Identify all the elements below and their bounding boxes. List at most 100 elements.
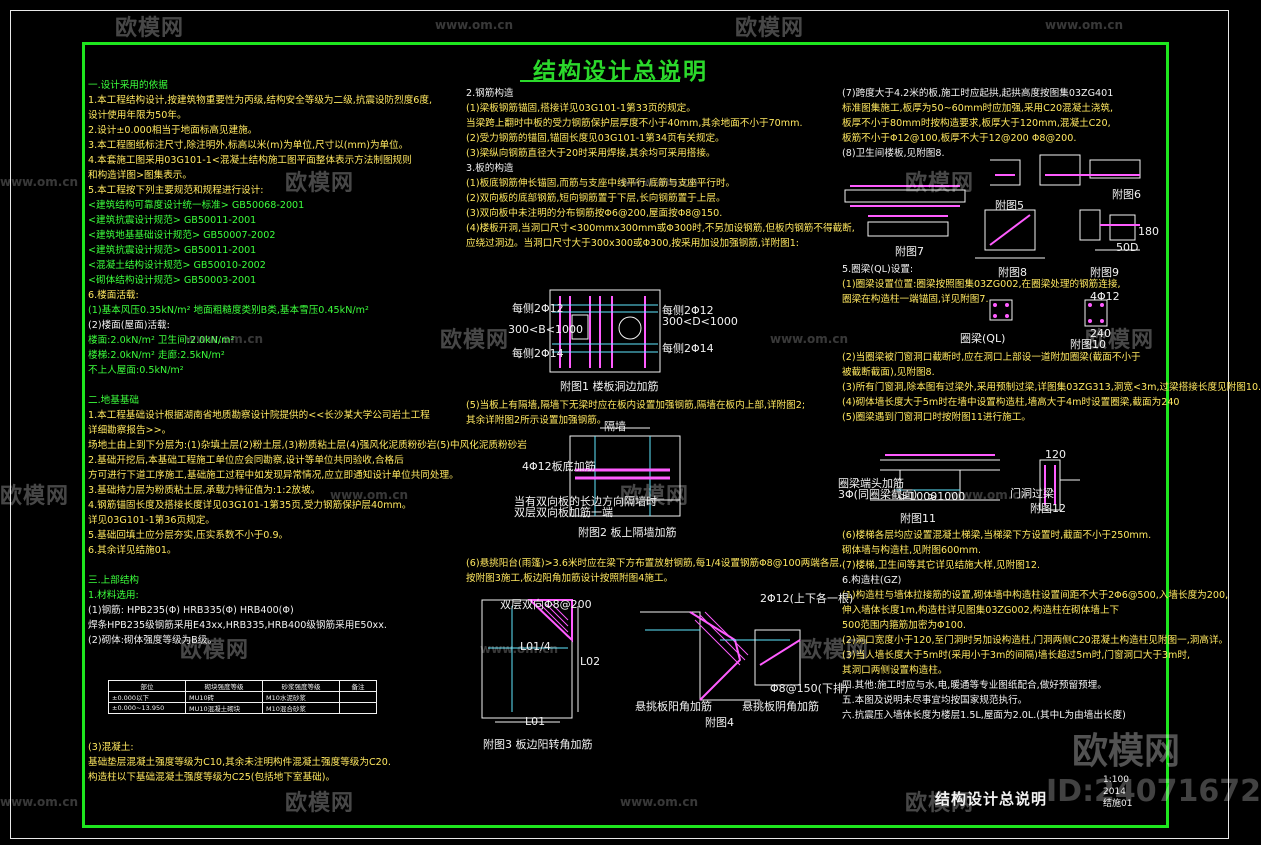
watermark-url: www.om.cn [185, 332, 264, 346]
note-line: (3)双向板中未注明的分布钢筋按Φ6@200,屋面按Φ8@150. [466, 208, 723, 219]
note-line: (2)当圈梁被门窗洞口截断时,应在洞口上部设一道附加圈梁(截面不小于 [842, 352, 1141, 363]
figure-11-lintel [870, 454, 1000, 501]
watermark-brand: 欧模网 [285, 791, 355, 816]
fig11-label-b: 3Φ(同圈梁截面) [838, 488, 918, 501]
figure-10-ring-beam [989, 299, 1108, 327]
note-line: 其洞口两侧设置构造柱。 [842, 665, 948, 676]
note-line: 1.本工程结构设计,按建筑物重要性为丙级,结构安全等级为二级,抗震设防烈度6度, [88, 95, 433, 106]
note-line: 二.地基基础 [88, 395, 140, 406]
note-line: 三.上部结构 [88, 575, 140, 586]
note-line: (3)混凝土: [88, 742, 134, 753]
note-line: 3.基础持力层为粉质粘土层,承载力特征值为:1:2放坡。 [88, 485, 321, 496]
table-row: ±0.000以下 MU10砖 M10水泥砂浆 [108, 691, 377, 703]
note-line: (7)跨度大于4.2米的板,施工时应起拱,起拱高度按图集03ZG401 [842, 88, 1114, 99]
right-notes-b: 5.圈梁(QL)设置: (1)圈梁设置位置:圈梁按照图集03ZG002,在圈梁处… [842, 262, 1121, 307]
watermark-brand: 欧模网 [620, 484, 690, 509]
watermark-url: www.om.cn [950, 488, 1029, 502]
note-line: (2)双向板的底部钢筋,短向钢筋置于下层,长向钢筋置于上层。 [466, 193, 726, 204]
fig1-caption: 附图1 楼板洞边加筋 [560, 380, 659, 393]
note-line: 圈梁在构造柱一端锚固,详见附图7. [842, 294, 989, 305]
note-line: 六.抗震压入墙体长度为楼层1.5L,屋面为2.0L.(其中L为由墙出长度) [842, 710, 1126, 721]
note-line: 伸入墙体长度1m,构造柱详见图集03ZG002,构造柱在砌体墙上下 [842, 605, 1120, 616]
watermark-brand: 欧模网 [285, 171, 355, 196]
note-line: 6.其余详见结施01。 [88, 545, 177, 556]
note-line: 2.设计±0.000相当于地面标高见建施。 [88, 125, 258, 136]
note-line: 按附图3施工,板边阳角加筋设计按照附图4施工。 [466, 573, 674, 584]
sheet-year: 2014 [1103, 787, 1126, 797]
note-line: (5)圈梁遇到门窗洞口时按附图11进行施工。 [842, 412, 1031, 423]
note-line: 2.基础开挖后,本基础工程施工单位应会同勘察,设计等单位共同验收,合格后 [88, 455, 404, 466]
fig12-label-a: 120 [1045, 448, 1066, 461]
fig8-caption: 附图8 [998, 266, 1027, 279]
fig2-caption: 附图2 板上隔墙加筋 [578, 526, 677, 539]
fig5-caption: 附图5 [995, 199, 1024, 212]
note-line: (2)楼面(屋面)活载: [88, 320, 170, 331]
watermark-brand: 欧模网 [0, 484, 70, 509]
note-line: 详细勘察报告>>。 [88, 425, 172, 436]
note-line: <砌体结构设计规范> GB50003-2001 [88, 275, 257, 286]
note-line: 五.本图及说明未尽事宜均按国家规范执行。 [842, 695, 1028, 706]
watermark-url: www.om.cn [620, 175, 699, 189]
note-line: 场地土由上到下分层为:(1)杂填土层(2)粉土层,(3)粉质粘土层(4)强风化泥… [88, 440, 527, 451]
note-line: 楼梯:2.0kN/m² 走廊:2.5kN/m² [88, 350, 225, 361]
note-line: (8)卫生间楼板,见附图8. [842, 148, 945, 159]
note-line: 2.钢筋构造 [466, 88, 514, 99]
note-line: 构造柱以下基础混凝土强度等级为C25(包括地下室基础)。 [88, 772, 336, 783]
watermark-url: www.om.cn [770, 332, 849, 346]
note-line: 当梁跨上翻时中板的受力钢筋保护层厚度不小于40mm,其余地面不小于70mm. [466, 118, 803, 129]
note-line: <建筑地基基础设计规范> GB50007-2002 [88, 230, 276, 241]
fig1-frame [549, 289, 661, 373]
material-table-header: 部位 砌块强度等级 砂浆强度等级 备注 [108, 680, 377, 692]
outer-frame [10, 10, 1229, 839]
watermark-url: www.om.cn [330, 488, 409, 502]
fig1-label-c: 300<B<1000 [508, 323, 583, 336]
note-line: 1.本工程基础设计根据湖南省地质勘察设计院提供的<<长沙某大学公司岩土工程 [88, 410, 430, 421]
note-line: 6.楼面活载: [88, 290, 139, 301]
sheet-drawing-no: 结施01 [1103, 799, 1133, 809]
note-line: 6.构造柱(GZ) [842, 575, 902, 586]
sheet-meta: 1:100 2014 结施01 [1103, 774, 1132, 810]
note-line: (1)构造柱与墙体拉接筋的设置,砌体墙中构造柱设置间距不大于2Φ6@500,入墙… [842, 590, 1229, 601]
watermark-url: www.om.cn [0, 795, 79, 809]
figures-5-9 [844, 154, 1141, 259]
fig1-label-f: 每侧2Φ14 [662, 342, 714, 355]
left-notes: 一.设计采用的依据 1.本工程结构设计,按建筑物重要性为丙级,结构安全等级为二级… [88, 78, 527, 648]
note-line: 基础垫层混凝土强度等级为C10,其余未注明构件混凝土强度等级为C20. [88, 757, 391, 768]
figure-2-partition [569, 427, 681, 517]
inner-frame [82, 42, 1169, 828]
middle-notes-c: (6)悬挑阳台(雨篷)>3.6米时应在梁下方布置放射钢筋,每1/4设置钢筋Φ8@… [466, 556, 842, 586]
fig1-label-a: 每侧2Φ12 [512, 302, 564, 315]
note-line: (4)楼板开洞,当洞口尺寸<300mmx300mm或Φ300时,不另加设钢筋,但… [466, 223, 855, 234]
note-line: 一.设计采用的依据 [88, 80, 168, 91]
note-line: 详见03G101-1第36页规定。 [88, 515, 215, 526]
fig12-caption: 附图12 [1030, 502, 1066, 515]
figure-3-slab-corner [481, 599, 579, 723]
note-line: (1)梁板钢筋锚固,搭接详见03G101-1第33页的规定。 [466, 103, 696, 114]
middle-notes-b: (5)当板上有隔墙,隔墙下无梁时应在板内设置加强钢筋,隔墙在板内上部,详附图2;… [466, 398, 805, 428]
note-line: 标准图集施工,板厚为50~60mm时应加强,采用C20混凝土浇筑, [842, 103, 1114, 114]
watermark-brand: 欧模网 [440, 328, 510, 353]
fig3-label-d: L01 [525, 715, 546, 728]
fig3-label-a: 双层双向Φ8@200 [500, 598, 592, 611]
fig11-caption: 附图11 [900, 512, 936, 525]
note-line: 被截断截面),见附图8. [842, 367, 935, 378]
sheet-title: 结构设计总说明 [935, 790, 1048, 808]
figure-4-cantilever-corner [640, 611, 801, 701]
watermark-brand-large: 欧模网 [1072, 731, 1181, 772]
watermark-brand: 欧模网 [180, 638, 250, 663]
fig9-label-a: 50D [1116, 241, 1139, 254]
watermark-url: www.om.cn [480, 642, 559, 656]
fig1-label-d: 每侧2Φ12 [662, 304, 714, 317]
fig3-caption: 附图3 板边阳转角加筋 [483, 738, 593, 751]
note-line: 5.本工程按下列主要规范和规程进行设计: [88, 185, 264, 196]
fig3-label-c: L02 [580, 655, 601, 668]
note-line: 方可进行下道工序施工,基础施工过程中如发现异常情况,应立即通知设计单位共同处理。 [88, 470, 459, 481]
watermark-brand: 欧模网 [115, 16, 185, 41]
note-line: (3)所有门窗洞,除本图有过梁外,采用预制过梁,详图集03ZG313,洞宽<3m… [842, 382, 1261, 393]
note-line: (7)楼梯,卫生间等其它详见结施大样,见附图12. [842, 560, 1041, 571]
note-line: (2)洞口宽度小于120,至门洞时另加设构造柱,门洞两侧C20混凝土构造柱见附图… [842, 635, 1229, 646]
figure-12-detail [1039, 459, 1080, 511]
fig4b-caption: 悬挑板阴角加筋 [742, 700, 819, 713]
watermark-brand: 欧模网 [735, 16, 805, 41]
note-line: 4.本套施工图采用03G101-1<混凝土结构施工图平面整体表示方法制图规则 [88, 155, 412, 166]
